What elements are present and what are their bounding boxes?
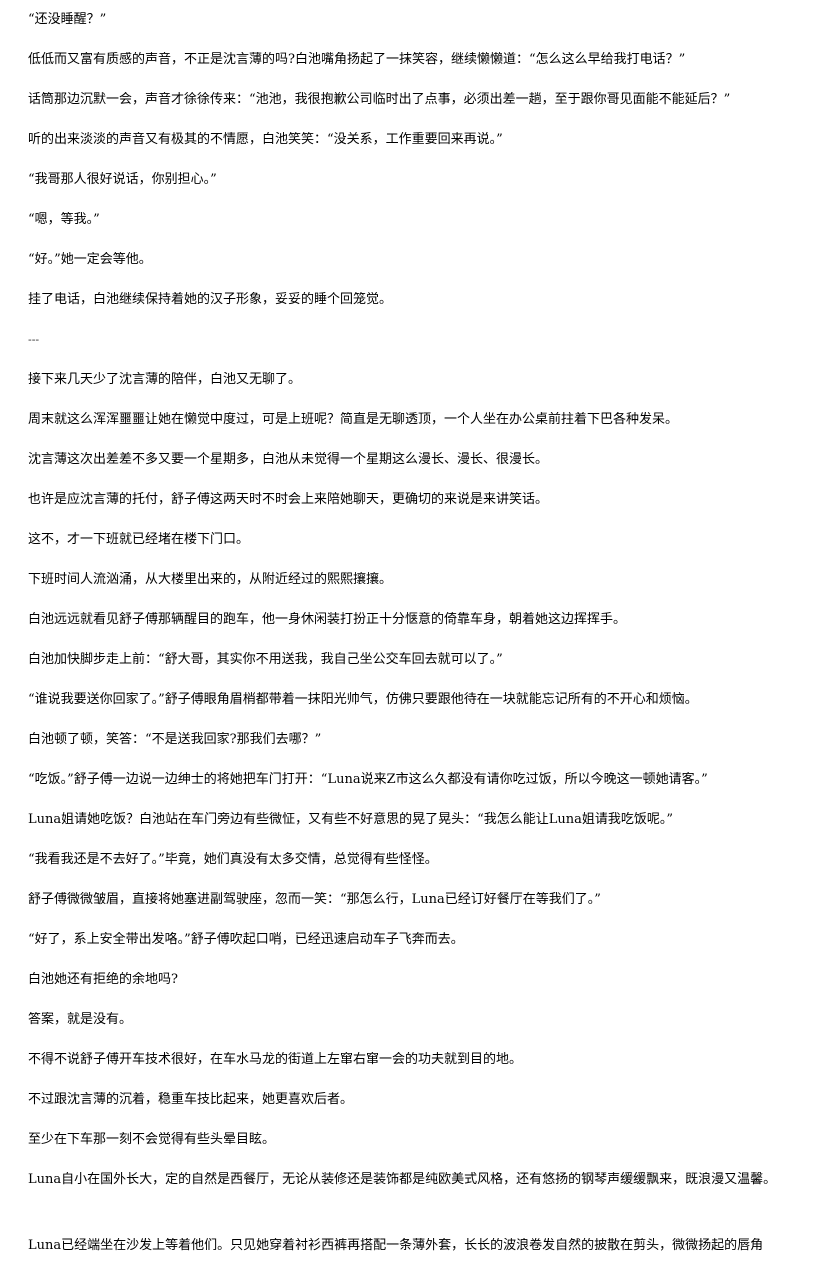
paragraph: 下班时间人流汹涌，从大楼里出来的，从附近经过的熙熙攘攘。 — [28, 572, 393, 587]
paragraph: “嗯，等我。” — [28, 212, 100, 227]
paragraph: 听的出来淡淡的声音又有极其的不情愿，白池笑笑：“没关系，工作重要回来再说。” — [28, 132, 503, 147]
paragraph: “吃饭。”舒子傅一边说一边绅士的将她把车门打开：“Luna说来Z市这么久都没有请… — [28, 772, 708, 787]
paragraph: 话筒那边沉默一会，声音才徐徐传来：“池池，我很抱歉公司临时出了点事，必须出差一趟… — [28, 92, 731, 107]
paragraph: 白池她还有拒绝的余地吗? — [28, 972, 178, 987]
paragraph: 白池顿了顿，笑答：“不是送我回家?那我们去哪？” — [28, 732, 322, 747]
paragraph: “我看我还是不去好了。”毕竟，她们真没有太多交情，总觉得有些怪怪。 — [28, 852, 438, 867]
paragraph: “好。”她一定会等他。 — [28, 252, 152, 267]
paragraph: 这不，才一下班就已经堵在楼下门口。 — [28, 532, 250, 547]
paragraph: Luna姐请她吃饭？白池站在车门旁边有些微怔，又有些不好意思的晃了晃头：“我怎么… — [28, 812, 674, 827]
paragraph: “好了，系上安全带出发咯。”舒子傅吹起口哨，已经迅速启动车子飞奔而去。 — [28, 932, 464, 947]
paragraph: Luna已经端坐在沙发上等着他们。只见她穿着衬衫西裤再搭配一条薄外套，长长的波浪… — [28, 1238, 764, 1253]
paragraph: 接下来几天少了沈言薄的陪伴，白池又无聊了。 — [28, 372, 302, 387]
paragraph: 白池远远就看见舒子傅那辆醒目的跑车，他一身休闲装打扮正十分惬意的倚靠车身，朝着她… — [28, 612, 627, 627]
section-separator: --- — [28, 333, 40, 346]
paragraph: 周末就这么浑浑噩噩让她在懒觉中度过，可是上班呢？简直是无聊透顶，一个人坐在办公桌… — [28, 412, 679, 427]
paragraph: 也许是应沈言薄的托付，舒子傅这两天时不时会上来陪她聊天，更确切的来说是来讲笑话。 — [28, 492, 549, 507]
paragraph: “还没睡醒？” — [28, 12, 107, 27]
paragraph: 低低而又富有质感的声音，不正是沈言薄的吗?白池嘴角扬起了一抹笑容，继续懒懒道：“… — [28, 52, 686, 67]
paragraph: 白池加快脚步走上前：“舒大哥，其实你不用送我，我自己坐公交车回去就可以了。” — [28, 652, 503, 667]
paragraph: “我哥那人很好说话，你别担心。” — [28, 172, 217, 187]
paragraph: Luna自小在国外长大，定的自然是西餐厅，无论从装修还是装饰都是纯欧美式风格，还… — [28, 1172, 777, 1187]
paragraph: 挂了电话，白池继续保持着她的汉子形象，妥妥的睡个回笼觉。 — [28, 292, 393, 307]
paragraph: 至少在下车那一刻不会觉得有些头晕目眩。 — [28, 1132, 276, 1147]
paragraph: 舒子傅微微皱眉，直接将她塞进副驾驶座，忽而一笑：“那怎么行，Luna已经订好餐厅… — [28, 892, 601, 907]
paragraph: “谁说我要送你回家了。”舒子傅眼角眉梢都带着一抹阳光帅气，仿佛只要跟他待在一块就… — [28, 692, 698, 707]
paragraph: 沈言薄这次出差差不多又要一个星期多，白池从未觉得一个星期这么漫长、漫长、很漫长。 — [28, 452, 549, 467]
paragraph: 不得不说舒子傅开车技术很好，在车水马龙的街道上左窜右窜一会的功夫就到目的地。 — [28, 1052, 523, 1067]
paragraph: 答案，就是没有。 — [28, 1012, 133, 1027]
paragraph: 不过跟沈言薄的沉着，稳重车技比起来，她更喜欢后者。 — [28, 1092, 354, 1107]
